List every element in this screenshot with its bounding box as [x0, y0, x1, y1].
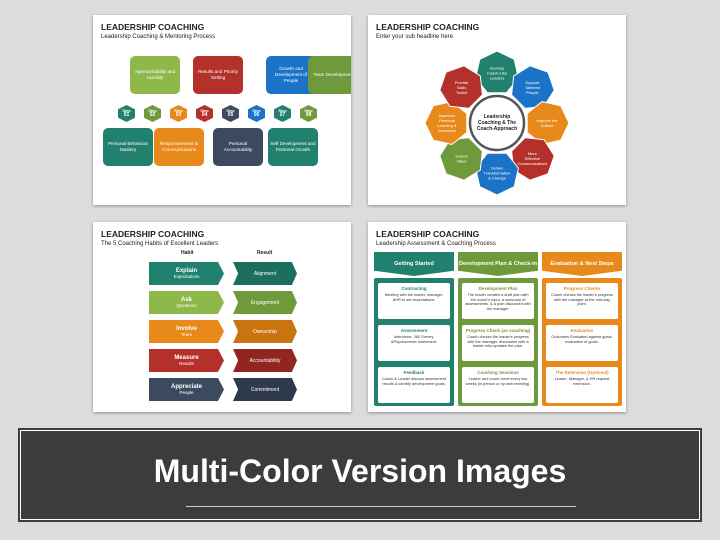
result-arrow: Alignment [233, 262, 297, 285]
result-arrow: Ownership [233, 320, 297, 343]
cycle-center-text: Leadership [484, 114, 511, 120]
svg-text:Leaders: Leaders [490, 76, 504, 81]
svg-text:Communications: Communications [518, 161, 548, 166]
slide-thumbnail-mentoring-process[interactable]: LEADERSHIP COACHING Leadership Coaching … [93, 15, 351, 205]
habit-column-header: Habit [181, 250, 194, 256]
column-header: Development Plan & Check-in [458, 252, 538, 276]
cycle-center-text: Coach-Approach [477, 126, 517, 132]
svg-text:More: More [528, 151, 538, 156]
bottom-process-box: Personal Behaviour Mastery [103, 128, 153, 166]
svg-text:Innovation: Innovation [438, 128, 456, 133]
slide-thumbnail-coach-approach[interactable]: LEADERSHIP COACHING Enter your sub headl… [368, 15, 626, 205]
svg-text:Learning &: Learning & [437, 123, 457, 128]
svg-text:Personal: Personal [439, 118, 455, 123]
banner-underline [186, 506, 576, 507]
slide-subtitle: The 5 Coaching Habits of Excellent Leade… [101, 241, 219, 247]
result-arrow: Commitment [233, 378, 297, 401]
banner-title: Multi-Color Version Images [153, 453, 567, 489]
version-banner: Multi-Color Version Images [18, 428, 702, 522]
slide-title: LEADERSHIP COACHING [101, 229, 205, 239]
bottom-process-box: Personal Accountability [213, 128, 263, 166]
process-step-box: The Extension (Optional)Leader, Manager,… [545, 366, 619, 404]
slide-thumbnail-assessment-process[interactable]: LEADERSHIP COACHING Leadership Assessmen… [368, 222, 626, 412]
bottom-process-box: Self Development and Personal Growth [268, 128, 318, 166]
column-header: Getting Started [374, 252, 454, 276]
result-arrow: Engagement [233, 291, 297, 314]
slide-title: LEADERSHIP COACHING [101, 22, 205, 32]
slide-subtitle: Leadership Assessment & Coaching Process [376, 241, 496, 247]
column-header: Evaluation & Next Steps [542, 252, 622, 276]
svg-text:Unlock: Unlock [455, 153, 467, 158]
svg-text:Value: Value [457, 158, 468, 163]
svg-text:Toolkit: Toolkit [456, 90, 468, 95]
svg-text:People: People [526, 90, 539, 95]
top-process-box: Team Development [308, 56, 351, 94]
top-process-box: Results and Priority Setting [193, 56, 243, 94]
svg-text:Develop: Develop [490, 66, 505, 71]
svg-text:& Change: & Change [488, 176, 507, 181]
cycle-center [468, 94, 526, 152]
slide-title: LEADERSHIP COACHING [376, 22, 480, 32]
process-step-box: Progress Check (as coaching)Coach checks… [461, 324, 535, 362]
result-column-header: Result [257, 250, 273, 256]
svg-text:Transformation: Transformation [484, 171, 511, 176]
svg-text:Skills: Skills [457, 85, 466, 90]
top-process-box: Approachability and Humility [130, 56, 180, 94]
slide-subtitle: Enter your sub headline here [376, 34, 454, 40]
bottom-process-box: Responsiveness & Communications [154, 128, 204, 166]
svg-text:Improves: Improves [439, 113, 455, 118]
top-process-box: Growth and Development of People [266, 56, 316, 94]
svg-text:Culture: Culture [541, 123, 555, 128]
result-arrow: Accountability [233, 349, 297, 372]
svg-text:Provide: Provide [455, 80, 469, 85]
svg-text:Coach-Like: Coach-Like [487, 71, 508, 76]
cycle-center-text: Coaching & The [478, 120, 516, 126]
slide-thumbnail-coaching-habits[interactable]: LEADERSHIP COACHING The 5 Coaching Habit… [93, 222, 351, 412]
cycle-diagram: DevelopCoach-LikeLeadersSupportTalentedP… [424, 50, 570, 196]
svg-text:Effective: Effective [525, 156, 541, 161]
svg-text:Deliver: Deliver [491, 166, 504, 171]
svg-text:Talented: Talented [525, 85, 540, 90]
slide-title: LEADERSHIP COACHING [376, 229, 480, 239]
slide-subtitle: Leadership Coaching & Mentoring Process [101, 34, 216, 40]
svg-text:Support: Support [525, 80, 540, 85]
svg-text:Improve the: Improve the [536, 118, 558, 123]
